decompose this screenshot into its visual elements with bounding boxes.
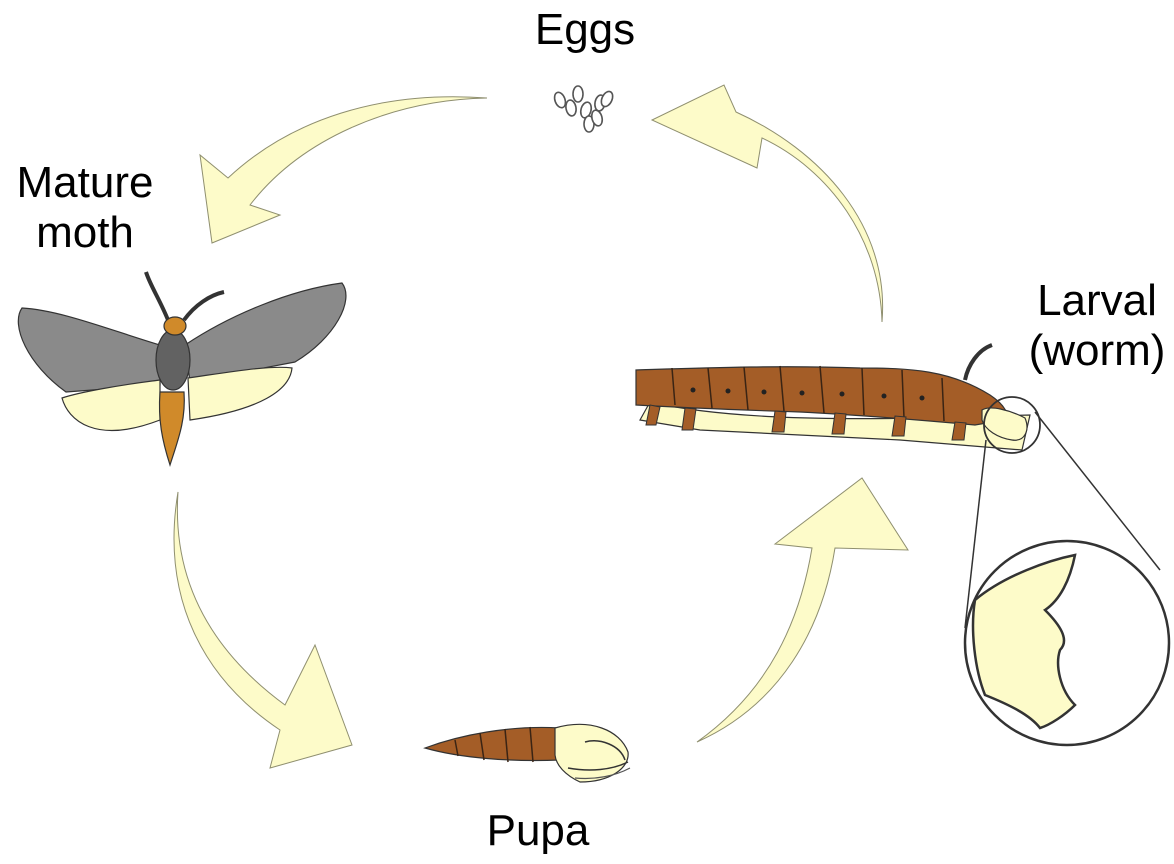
arrow-pupa-to-larva [697, 478, 908, 742]
eggs-illustration [553, 86, 615, 132]
magnified-detail [965, 541, 1169, 745]
arrow-larva-to-eggs [652, 85, 883, 322]
label-mature-moth-line2: moth [0, 208, 170, 258]
pupa-illustration [425, 724, 630, 782]
label-mature-moth: Mature moth [0, 158, 170, 258]
label-pupa: Pupa [478, 806, 598, 856]
label-mature-moth-line1: Mature [0, 158, 170, 208]
label-larval-line2: (worm) [1024, 326, 1170, 376]
label-eggs: Eggs [525, 5, 645, 55]
moth-illustration [18, 272, 346, 465]
label-larval-line1: Larval [1024, 276, 1170, 326]
arrow-moth-to-pupa [174, 492, 352, 768]
label-larval: Larval (worm) [1024, 276, 1170, 376]
arrow-eggs-to-moth [200, 97, 487, 243]
